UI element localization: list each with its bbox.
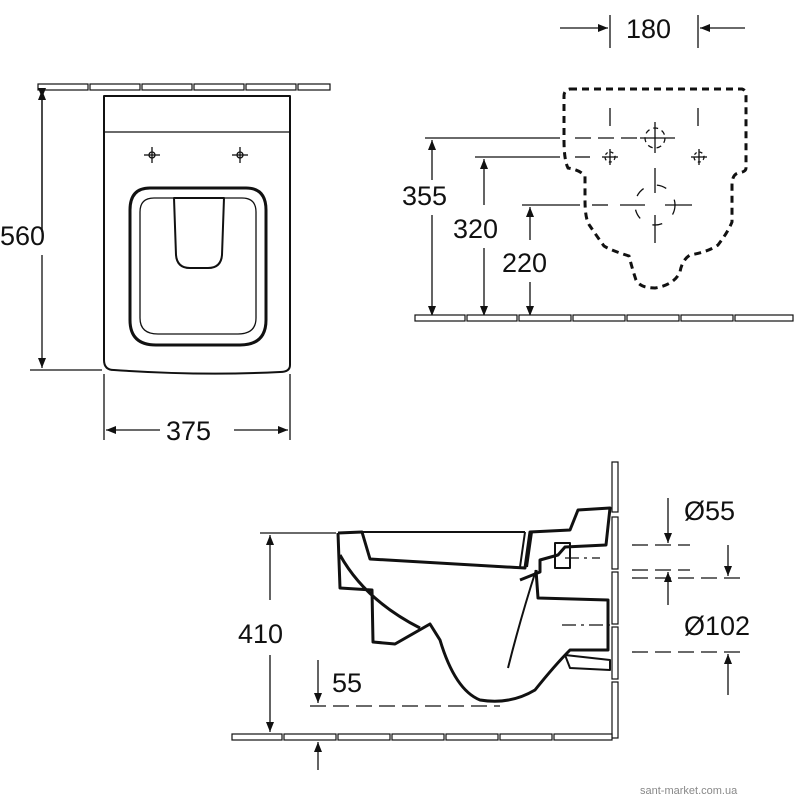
dimension-55: 55 xyxy=(332,668,362,698)
lid-hinge-shape xyxy=(173,197,225,269)
dimension-180: 180 xyxy=(626,14,671,44)
dimension-diameter-102: Ø102 xyxy=(684,611,750,641)
bolt-crosshair-right xyxy=(691,149,707,165)
watermark: sant-market.com.ua xyxy=(640,785,738,797)
side-view: 410 55 Ø55 Ø102 xyxy=(231,461,750,770)
seat-outline xyxy=(128,186,268,347)
outlet-crosshair xyxy=(620,168,692,243)
mounting-outline-dashed xyxy=(562,87,748,290)
dimension-375: 375 xyxy=(166,416,211,446)
dimension-320: 320 xyxy=(453,214,498,244)
crosshair-left xyxy=(144,147,160,163)
top-view: 560 375 xyxy=(0,83,331,446)
wall-view: 180 355 320 220 xyxy=(402,14,794,322)
toilet-side-profile xyxy=(336,506,612,703)
bolt-crosshair-top xyxy=(640,122,675,153)
bolt-crosshair-left xyxy=(602,149,618,165)
dimension-560: 560 xyxy=(0,221,45,251)
wall-hatch-side xyxy=(611,461,619,739)
dimension-diameter-55: Ø55 xyxy=(684,496,735,526)
wall-hatch-top xyxy=(37,83,331,91)
crosshair-right xyxy=(232,147,248,163)
floor-line-side-view xyxy=(231,733,613,741)
dimension-410: 410 xyxy=(238,619,283,649)
floor-line-wall-view xyxy=(414,314,794,322)
toilet-top-outline xyxy=(103,95,291,375)
dimension-355: 355 xyxy=(402,181,447,211)
dimension-220: 220 xyxy=(502,248,547,278)
